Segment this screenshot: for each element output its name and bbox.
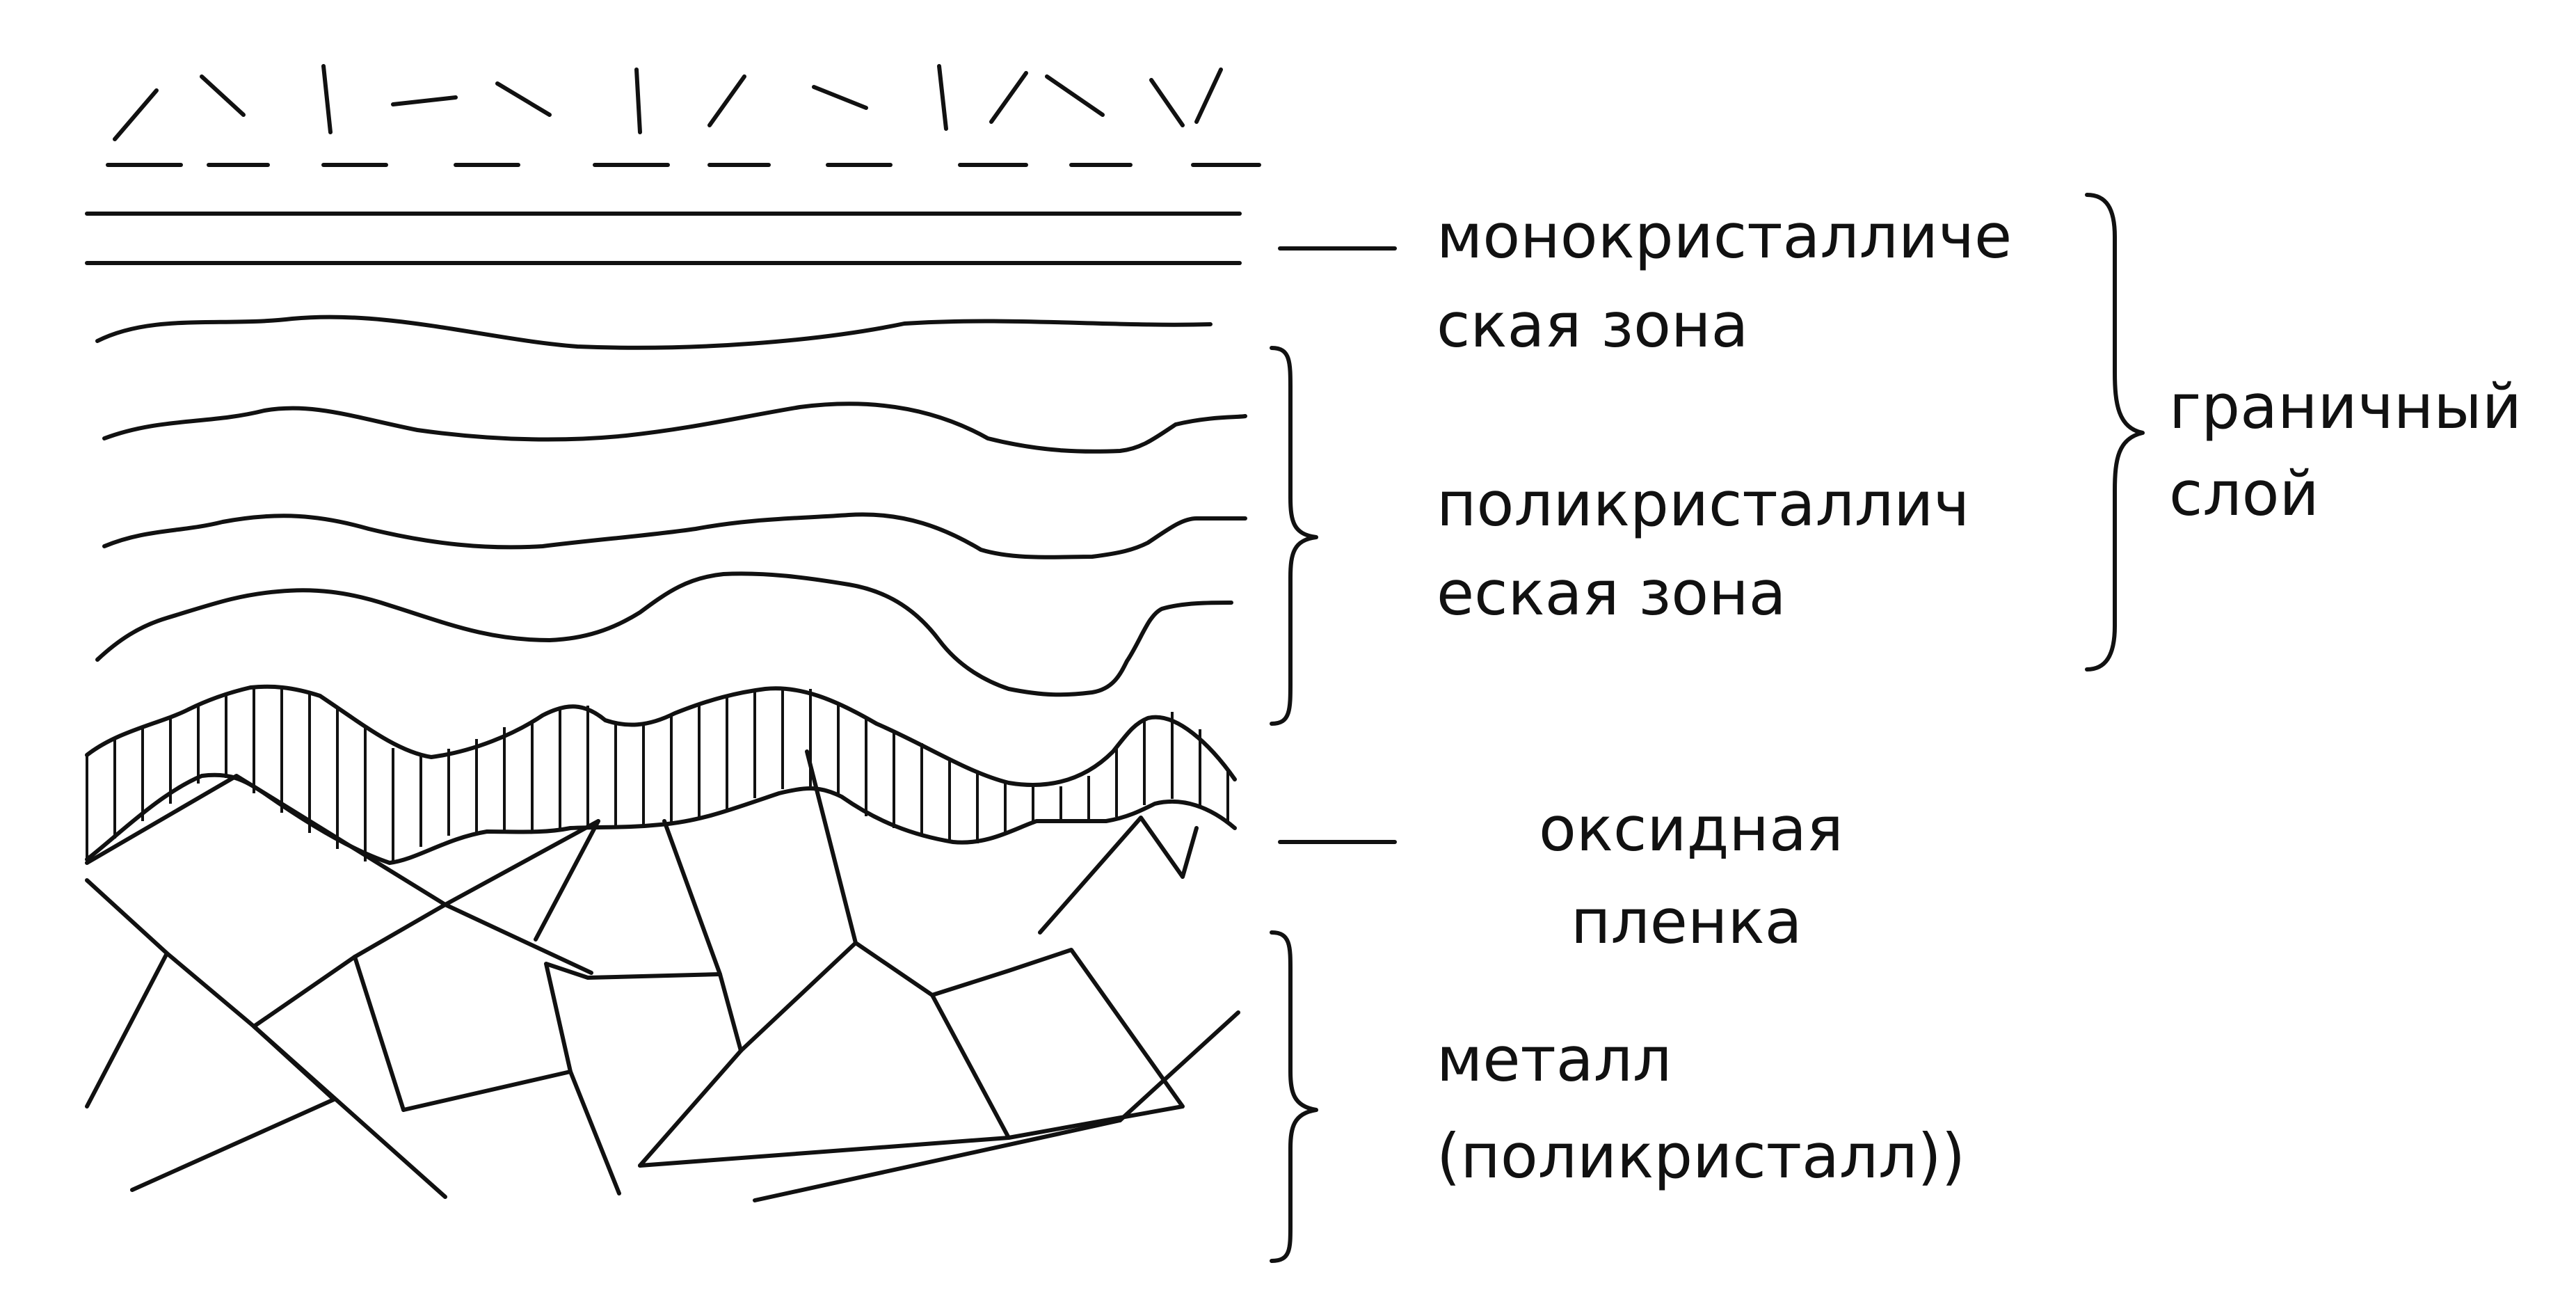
metal-grain-lines [85, 749, 1240, 1202]
monocrystalline-zone-lines [85, 212, 1242, 350]
label-monocrystalline-2: ская зона [1437, 289, 1748, 361]
labels: монокристалличе ская зона поликристаллич… [1437, 200, 2522, 1192]
oxide-film-band [85, 684, 1237, 865]
label-polycrystalline-2: еская зона [1437, 557, 1786, 629]
label-monocrystalline-1: монокристалличе [1437, 200, 2012, 272]
braces [1270, 193, 2145, 1263]
label-oxide-2: пленка [1571, 886, 1802, 958]
label-polycrystalline-1: поликристаллич [1437, 468, 1969, 540]
label-boundary-2: слой [2169, 458, 2319, 530]
boundary-layer-brace [2085, 193, 2145, 672]
metal-brace [1270, 930, 1318, 1263]
polycrystalline-brace [1270, 346, 1318, 726]
polycrystalline-zone-lines [95, 402, 1247, 697]
leader-lines [1278, 246, 1397, 844]
label-metal-1: металл [1437, 1024, 1672, 1095]
label-boundary-1: граничный [2169, 371, 2522, 443]
label-metal-2: (поликристалл)) [1437, 1120, 1965, 1192]
label-oxide-1: оксидная [1539, 793, 1843, 865]
gas-phase-dashes [106, 64, 1261, 167]
